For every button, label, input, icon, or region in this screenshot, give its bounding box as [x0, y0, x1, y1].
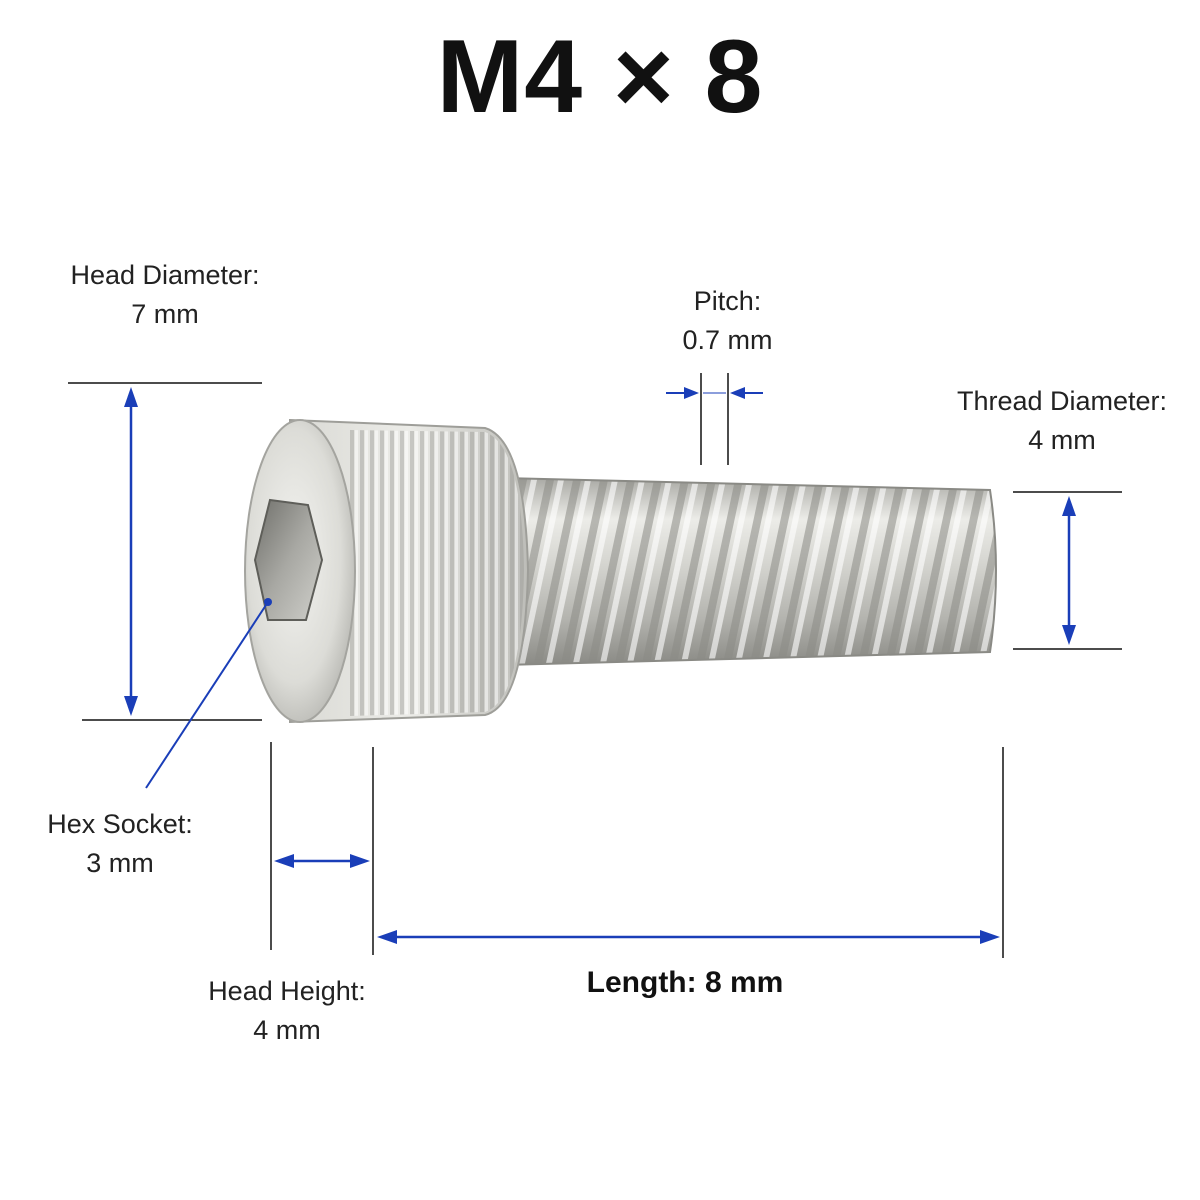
head-height-caption: Head Height:	[208, 976, 366, 1006]
socket-cap-screw-icon	[244, 418, 997, 724]
head-height-dimension	[270, 742, 374, 955]
hex-socket-leader	[145, 598, 272, 789]
thread-diameter-caption: Thread Diameter:	[956, 386, 1168, 416]
head-diameter-caption: Head Diameter:	[70, 260, 260, 290]
hex-socket-caption: Hex Socket:	[47, 809, 193, 839]
hex-socket-label: Hex Socket: 3 mm	[20, 805, 220, 883]
thread-diameter-label: Thread Diameter: 4 mm	[940, 382, 1184, 460]
head-height-value: 4 mm	[253, 1015, 321, 1045]
head-diameter-value: 7 mm	[131, 299, 199, 329]
length-caption: Length: 8 mm	[586, 966, 784, 999]
pitch-caption: Pitch:	[693, 286, 762, 316]
length-label: Length: 8 mm	[535, 963, 835, 1002]
length-dimension	[377, 747, 1004, 958]
thread-diameter-dimension	[1013, 491, 1122, 650]
pitch-dimension	[666, 373, 763, 465]
head-height-label: Head Height: 4 mm	[187, 972, 387, 1050]
head-diameter-dimension	[68, 382, 262, 721]
thread-diameter-value: 4 mm	[1028, 425, 1096, 455]
hex-socket-value: 3 mm	[86, 848, 154, 878]
pitch-label: Pitch: 0.7 mm	[640, 282, 815, 360]
pitch-value: 0.7 mm	[682, 325, 773, 355]
head-diameter-label: Head Diameter: 7 mm	[40, 256, 290, 334]
page-title: M4 × 8	[436, 19, 764, 135]
hex-socket-icon	[253, 498, 324, 621]
